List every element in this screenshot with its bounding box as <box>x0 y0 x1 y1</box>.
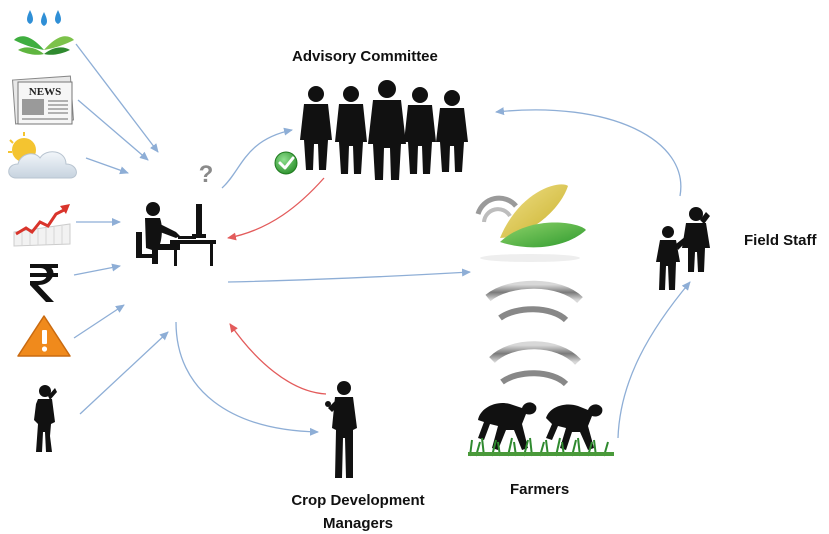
arrow-committee-to-analyst <box>227 177 325 241</box>
approval-check-icon <box>274 151 298 175</box>
arrow-rupee-to-analyst <box>73 263 121 276</box>
field-staff-group <box>656 207 710 290</box>
crop-dev-line1: Crop Development <box>291 492 425 509</box>
arrow-news-to-analyst <box>77 99 149 161</box>
field-staff-member <box>682 207 710 272</box>
arrow-water-to-analyst <box>75 43 159 153</box>
broadcast-logo-icon <box>475 184 586 262</box>
newspaper-title: NEWS <box>29 86 61 98</box>
field-staff-member <box>656 226 688 290</box>
committee-member <box>300 86 332 170</box>
water-plant-icon <box>14 10 74 55</box>
farmer-silhouette <box>478 402 537 450</box>
newspaper-icon: NEWS <box>12 75 74 125</box>
market-chart-icon <box>13 204 71 247</box>
farmers-label: Farmers <box>510 481 570 498</box>
warning-icon <box>17 315 71 357</box>
weather-icon <box>8 132 77 179</box>
arrow-warning-to-analyst <box>73 304 125 339</box>
arrow-farmers-to-field-staff <box>617 281 691 439</box>
arrow-person-to-analyst <box>79 331 169 415</box>
committee-member <box>436 90 468 172</box>
crop-development-manager <box>325 381 357 478</box>
rupee-icon <box>30 264 58 302</box>
crop-development-managers-label: Crop Development Managers <box>268 492 448 532</box>
field-staff-label: Field Staff <box>744 232 817 249</box>
arrow-analyst-to-crop-dev <box>175 321 319 436</box>
committee-member <box>404 87 436 174</box>
committee-member <box>335 86 367 174</box>
arrow-crop-dev-to-analyst <box>229 323 327 395</box>
question-mark: ? <box>199 161 214 188</box>
arrow-analyst-to-committee <box>221 127 293 189</box>
farmer-query-icon <box>34 385 57 452</box>
farmer-silhouette <box>546 404 603 450</box>
input-arrows <box>73 43 169 415</box>
crop-dev-line2: Managers <box>322 515 394 532</box>
advisory-committee-group <box>300 80 468 180</box>
analyst-at-computer <box>136 202 216 266</box>
advisory-committee-label: Advisory Committee <box>292 48 438 65</box>
committee-member <box>368 80 406 180</box>
arrow-analyst-to-farmers <box>227 268 471 283</box>
farmers-in-field <box>468 402 614 457</box>
arrow-weather-to-analyst <box>85 157 129 175</box>
arrow-field-staff-to-committee <box>495 107 682 197</box>
signal-waves-icon <box>485 280 583 387</box>
